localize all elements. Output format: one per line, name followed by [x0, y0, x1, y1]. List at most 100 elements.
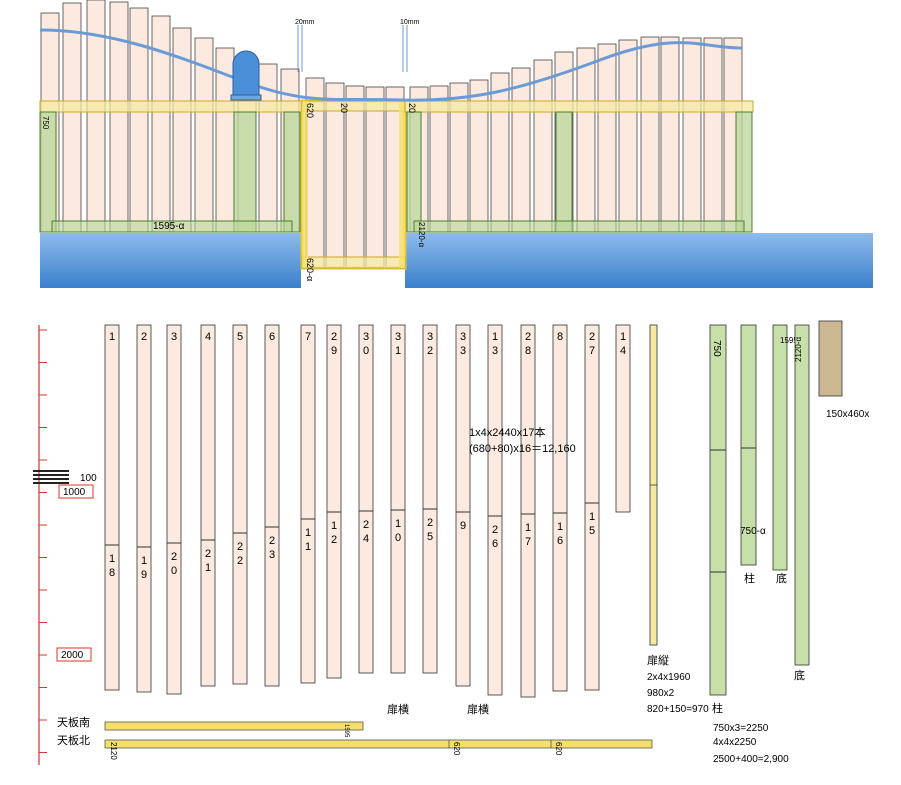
board-number-top: 3	[492, 345, 498, 357]
board-spec: 1x4x2440x17本	[469, 425, 545, 439]
post-calc-2: 4x4x2250	[713, 737, 757, 748]
measurement-ruler: 100 1000 2000	[33, 325, 97, 765]
fence-board	[62, 2, 82, 233]
door-vertical-half: 980x2	[647, 688, 675, 699]
board-annotations: 1x4x2440x17本 (680+80)x16＝12,160 扉横 扉横	[387, 425, 576, 716]
cut-board	[422, 324, 438, 674]
cut-board	[487, 324, 503, 696]
door-vertical-calc: 820+150=970	[647, 704, 709, 715]
board-number-top: 8	[525, 345, 531, 357]
fence-board	[490, 72, 510, 233]
cut-board	[136, 324, 152, 693]
cut-board	[552, 324, 568, 692]
board-number-top: 3	[171, 331, 177, 343]
cut-board	[520, 324, 536, 698]
board-number-bottom: 8	[109, 567, 115, 579]
cut-board	[232, 324, 248, 685]
bottom-label-a: 1595-α	[780, 336, 805, 345]
board-number-bottom: 9	[141, 569, 147, 581]
board-number-bottom: 0	[395, 532, 401, 544]
ruler-label-2000: 2000	[61, 650, 84, 661]
board-number-top: 7	[589, 345, 595, 357]
top-south-board	[104, 721, 364, 731]
fence-board	[576, 47, 596, 233]
board-number-bottom: 2	[171, 551, 177, 563]
board-number-bottom: 9	[460, 520, 466, 532]
ruler-box-1000	[58, 484, 94, 499]
cut-board	[390, 324, 406, 674]
top-north-board	[104, 739, 653, 749]
pipes	[297, 25, 408, 72]
post-750-alpha-label: 750-α	[740, 526, 766, 537]
cut-board	[455, 324, 471, 687]
board-number-bottom: 1	[395, 518, 401, 530]
top-south-label: 天板南	[57, 715, 90, 729]
gate-top-rail	[301, 100, 406, 112]
top-north-label: 天板北	[57, 733, 90, 747]
board-number-bottom: 2	[269, 535, 275, 547]
cut-board	[200, 324, 216, 687]
bottom-rail-1595	[772, 324, 788, 571]
board-number-top: 3	[460, 345, 466, 357]
board-number-bottom: 2	[427, 517, 433, 529]
fence-board	[640, 36, 660, 233]
board-number-top: 8	[557, 331, 563, 343]
board-number-bottom: 0	[171, 565, 177, 577]
gate-bottom-label: 620-α	[305, 258, 315, 281]
top-north-b: 620	[452, 742, 461, 756]
fence-board	[511, 67, 531, 233]
door-vertical-board: 扉縦 2x4x1960 980x2 820+150=970 柱	[647, 324, 723, 715]
bottom-label-b: 2120-α	[794, 337, 803, 362]
board-number-top: 2	[589, 331, 595, 343]
door-vertical-label: 扉縦	[647, 654, 669, 667]
top-south-end: 1595	[343, 724, 349, 738]
door-horizontal-2: 扉横	[467, 702, 489, 716]
right-post-outer	[735, 111, 753, 233]
board-number-bottom: 1	[305, 527, 311, 539]
ruler-label-100: 100	[80, 473, 97, 484]
cut-board	[300, 324, 316, 684]
board-number-bottom: 1	[557, 521, 563, 533]
board-number-top: 2	[427, 345, 433, 357]
bottom-label-1: 底	[776, 571, 787, 585]
board-number-top: 7	[305, 331, 311, 343]
post-4x4	[709, 324, 727, 696]
pipe-label-right: 10mm	[400, 19, 420, 26]
water-right	[405, 233, 873, 288]
board-number-top: 1	[620, 331, 626, 343]
post-750-alpha	[740, 324, 757, 566]
board-number-bottom: 2	[237, 555, 243, 567]
board-number-top: 1	[492, 331, 498, 343]
board-number-top: 0	[363, 345, 369, 357]
board-number-bottom: 1	[305, 541, 311, 553]
water-left	[40, 233, 301, 288]
cut-board	[104, 324, 120, 691]
door-vertical-spec: 2x4x1960	[647, 672, 691, 683]
fence-board	[345, 85, 365, 269]
cut-board	[166, 324, 182, 695]
fence-board	[703, 37, 723, 233]
fence-board	[365, 86, 385, 269]
board-number-bottom: 1	[109, 553, 115, 565]
board-number-bottom: 2	[237, 541, 243, 553]
board-number-bottom: 3	[269, 549, 275, 561]
fence-frames	[39, 99, 754, 270]
right-top-rail	[404, 100, 754, 113]
left-post-outer	[39, 111, 57, 233]
top-north-a: 2120	[109, 742, 118, 760]
board-number-top: 3	[460, 331, 466, 343]
board-number-bottom: 5	[589, 525, 595, 537]
cut-board	[584, 324, 600, 691]
board-number-bottom: 6	[492, 538, 498, 550]
post-calc-1: 750x3=2250	[713, 723, 769, 734]
board-number-bottom: 1	[525, 522, 531, 534]
board-number-top: 3	[395, 331, 401, 343]
door-horizontal-1: 扉横	[387, 702, 409, 716]
board-number-top: 3	[427, 331, 433, 343]
ruler-box-2000	[56, 647, 92, 662]
posts: 750 750-α 柱 1595-α 底 2120-α 底 150x460x 7…	[709, 320, 869, 765]
tan-spec: 150x460x	[826, 409, 869, 420]
right-bottom-label: 2120-α	[417, 222, 426, 247]
fence-top-curve	[39, 28, 743, 102]
pillar-label-2: 柱	[712, 701, 723, 715]
